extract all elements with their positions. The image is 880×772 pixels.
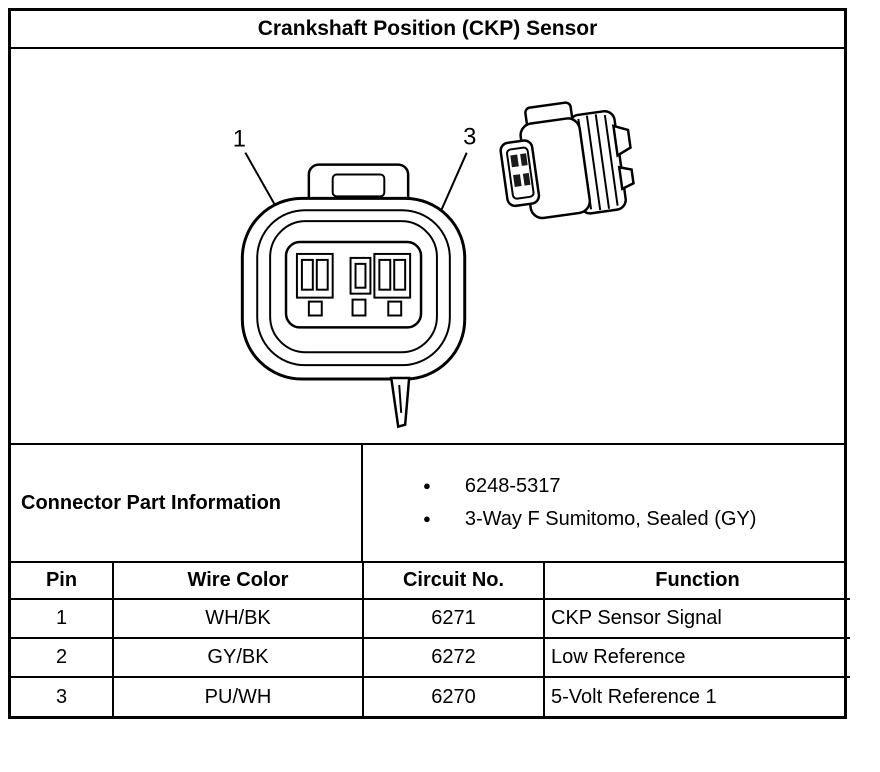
bullet-icon: ●: [423, 478, 431, 493]
index-tab-right: [387, 300, 403, 317]
connector-part-info-label: Connector Part Information: [11, 445, 363, 561]
circuit-cell: 6270: [362, 676, 545, 716]
index-tab-middle: [351, 298, 367, 317]
wire-cell: PU/WH: [112, 676, 364, 716]
rib-line: [603, 114, 619, 206]
function-cell: 5-Volt Reference 1: [543, 676, 850, 716]
terminal-3: [373, 252, 412, 299]
connector-part-info-row: Connector Part Information ● 6248-5317 ●…: [11, 445, 844, 563]
header-circuit-no: Circuit No.: [362, 563, 545, 600]
bullet-icon: ●: [423, 511, 431, 526]
wire-cell: GY/BK: [112, 637, 364, 678]
circuit-cell: 6271: [362, 598, 545, 639]
face-terminal: [522, 172, 531, 186]
face-terminal: [520, 153, 528, 166]
body-outer-outline: [240, 196, 467, 381]
face-terminal: [513, 174, 522, 187]
bottom-tail-detail: [398, 384, 403, 413]
terminal-1-slot-a: [300, 258, 314, 291]
circuit-cell: 6272: [362, 637, 545, 678]
terminal-2-slot: [354, 262, 367, 289]
connector-info-sheet: Crankshaft Position (CKP) Sensor 1 3: [8, 8, 850, 719]
header-function: Function: [543, 563, 850, 600]
pin-cell: 1: [11, 598, 114, 639]
connector-front-view: 1 3: [233, 124, 476, 429]
pin-3-callout-label: 3: [463, 124, 476, 151]
mating-face-inner: [506, 146, 535, 200]
part-info-bullet-list: ● 6248-5317 ● 3-Way F Sumitomo, Sealed (…: [423, 470, 756, 536]
terminal-2: [349, 256, 372, 295]
function-cell: Low Reference: [543, 637, 850, 678]
body-inner-outline: [269, 220, 438, 354]
header-wire-color: Wire Color: [112, 563, 364, 600]
terminal-3-slot-a: [378, 258, 392, 291]
wire-cell: WH/BK: [112, 598, 364, 639]
side-nub-bottom: [617, 165, 635, 191]
table-row: 1 WH/BK 6271 CKP Sensor Signal: [11, 598, 850, 639]
part-info-bullet: ● 3-Way F Sumitomo, Sealed (GY): [423, 503, 756, 536]
terminal-1-slot-b: [315, 258, 329, 291]
part-info-bullet: ● 6248-5317: [423, 470, 756, 503]
terminal-3-slot-b: [393, 258, 407, 291]
terminal-1: [295, 252, 334, 299]
face-terminal: [510, 154, 519, 168]
side-nub-top: [611, 124, 632, 158]
part-number: 6248-5317: [464, 475, 561, 497]
pin-1-callout-label: 1: [233, 126, 246, 153]
connector-side-view: [499, 101, 635, 220]
page-title: Crankshaft Position (CKP) Sensor: [11, 11, 844, 49]
header-pin: Pin: [11, 563, 114, 600]
connector-type: 3-Way F Sumitomo, Sealed (GY): [464, 508, 757, 530]
table-row: 2 GY/BK 6272 Low Reference: [11, 637, 850, 678]
rib-line: [594, 114, 611, 209]
connector-diagram: 1 3: [11, 49, 844, 445]
pinout-table: Pin Wire Color Circuit No. Function 1 WH…: [11, 563, 850, 716]
rib-line: [585, 115, 602, 211]
connector-diagram-svg: 1 3: [233, 101, 635, 429]
pin-cell: 2: [11, 637, 114, 678]
connector-part-info-values: ● 6248-5317 ● 3-Way F Sumitomo, Sealed (…: [363, 445, 844, 561]
function-cell: CKP Sensor Signal: [543, 598, 850, 639]
body-mid-outline: [256, 209, 451, 367]
index-tab-left: [307, 300, 323, 317]
pinout-header-row: Pin Wire Color Circuit No. Function: [11, 563, 850, 600]
terminal-cavity: [284, 240, 423, 329]
latch-slot: [331, 173, 386, 198]
pin-cell: 3: [11, 676, 114, 716]
table-row: 3 PU/WH 6270 5-Volt Reference 1: [11, 676, 850, 716]
